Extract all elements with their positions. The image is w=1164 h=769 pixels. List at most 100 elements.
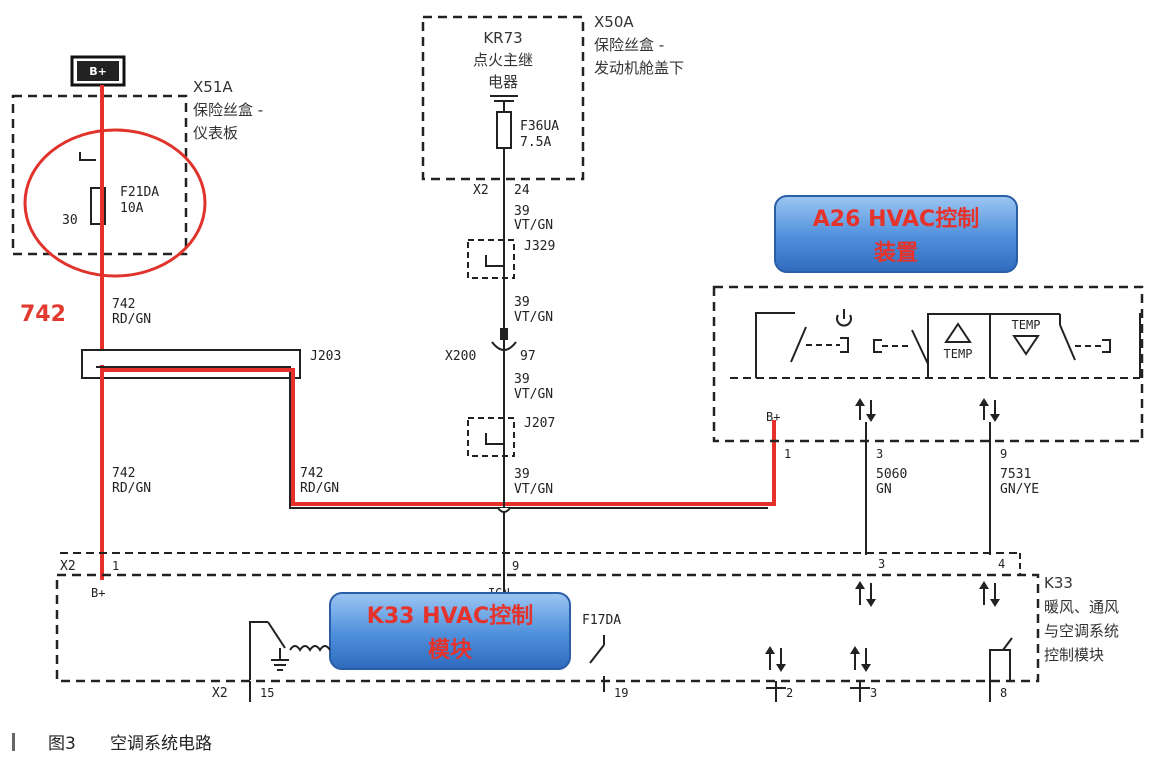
k33-pin4: 4 (998, 557, 1005, 571)
bplus-label: B+ (89, 65, 107, 78)
a26-badge-line2: 装置 (874, 241, 918, 266)
k33-pin15-switch (249, 621, 331, 680)
w5060-color: GN (876, 482, 892, 497)
f17da-label: F17DA (582, 613, 621, 628)
temp-down-triangle-icon (1012, 335, 1040, 356)
kr73-desc-line2: 电器 (488, 73, 518, 91)
f36ua-label: F36UA (520, 119, 559, 134)
k33-pin1: 1 (112, 559, 119, 573)
caption-figure: 图3 (48, 734, 76, 754)
k33-pin8-switch (989, 637, 1013, 681)
f21da-label: F21DA (120, 185, 159, 200)
power-icon (836, 309, 852, 327)
x200-label: X200 (445, 349, 476, 364)
k33-desc-line1: 暖风、通风 (1044, 598, 1119, 616)
k33-x2-top: X2 (60, 559, 76, 574)
k33-pin3b-bidirectional-arrow-icon (850, 646, 871, 672)
a26-switch-temp-down (990, 313, 1141, 378)
caption-title: 空调系统电路 (110, 734, 212, 754)
highlight-742: 742 (20, 302, 66, 327)
f21da-pin: 30 (62, 213, 78, 228)
center-x2: X2 (473, 183, 489, 198)
a26-badge: A26 HVAC控制 装置 (774, 195, 1018, 273)
temp-up-label: TEMP (944, 347, 973, 361)
w5060-number: 5060 (876, 467, 907, 482)
wire2-number: 742 (112, 466, 135, 481)
highlight-circle (23, 128, 207, 278)
k33-desc-line3: 控制模块 (1044, 646, 1104, 664)
k33-pin19: 19 (614, 686, 628, 700)
k33-pin8: 8 (1000, 686, 1007, 700)
j207-label: J207 (524, 416, 555, 431)
a26-pin9-bidirectional-arrow-icon (979, 398, 1000, 422)
k33-bplus: B+ (91, 586, 105, 600)
k33-pin3b: 3 (870, 686, 877, 700)
a26-switch-power (755, 312, 849, 378)
k33-pin9: 9 (512, 559, 519, 573)
k33-pin15: 15 (260, 686, 274, 700)
a26-switch-temp-up (873, 313, 991, 378)
a26-pin3: 3 (876, 447, 883, 461)
splice-j329 (467, 239, 515, 279)
caption-marker (12, 733, 15, 751)
center-w2-num: 39 (514, 295, 530, 310)
k33-pin3-bidirectional-arrow-icon (855, 581, 876, 607)
kr73-desc-line1: 点火主继 (473, 51, 533, 69)
a26-pin1: 1 (784, 447, 791, 461)
j329-label: J329 (524, 239, 555, 254)
center-w3-color: VT/GN (514, 387, 553, 402)
a26-pin9: 9 (1000, 447, 1007, 461)
wire3-color: RD/GN (300, 481, 339, 496)
k33-badge-line2: 模块 (428, 638, 473, 663)
a26-pin3-bidirectional-arrow-icon (855, 398, 876, 422)
wire3-number: 742 (300, 466, 323, 481)
k33-badge: K33 HVAC控制 模块 (329, 592, 571, 670)
kr73-label: KR73 (483, 29, 522, 47)
f36ua-amp: 7.5A (520, 135, 551, 150)
w7531-number: 7531 (1000, 467, 1031, 482)
a26-control-box (712, 285, 1144, 443)
x51a-desc-line1: 保险丝盒 - (193, 101, 263, 119)
k33-pin2-bidirectional-arrow-icon (765, 646, 786, 672)
fuse-f36ua (496, 111, 512, 149)
splice-j203 (81, 349, 301, 379)
x200-pin97: 97 (520, 349, 536, 364)
splice-j207 (467, 417, 515, 457)
x50a-label: X50A (594, 13, 634, 31)
center-pin24: 24 (514, 183, 530, 198)
k33-x2-bottom: X2 (212, 686, 228, 701)
x50a-desc-line1: 保险丝盒 - (594, 36, 664, 54)
k33-module-box (55, 573, 1040, 683)
center-w4-color: VT/GN (514, 482, 553, 497)
wire1-color: RD/GN (112, 312, 151, 327)
center-w1-color: VT/GN (514, 218, 553, 233)
a26-bplus: B+ (766, 410, 780, 424)
relay-contact-kr73 (490, 95, 518, 112)
k33-pin4-bidirectional-arrow-icon (979, 581, 1000, 607)
fuse-f17da-switch (589, 635, 605, 692)
temp-up-triangle-icon (944, 322, 972, 343)
wire2-color: RD/GN (112, 481, 151, 496)
j203-label: J203 (310, 349, 341, 364)
k33-desc-line2: 与空调系统 (1044, 622, 1119, 640)
bplus-source: B+ (70, 55, 126, 87)
x50a-desc-line2: 发动机舱盖下 (594, 59, 684, 77)
f21da-amp: 10A (120, 201, 144, 216)
a26-badge-line1: A26 HVAC控制 (813, 206, 979, 232)
x51a-desc-line2: 仪表板 (193, 124, 238, 142)
k33-name: K33 (1044, 574, 1073, 592)
x51a-label: X51A (193, 78, 233, 96)
k33-pin2: 2 (786, 686, 793, 700)
k33-bottom-pin-stubs (249, 681, 991, 702)
x51a-fuse-box (11, 94, 188, 256)
w7531-color: GN/YE (1000, 482, 1039, 497)
k33-pin3: 3 (878, 557, 885, 571)
x50a-fuse-box (421, 15, 585, 181)
center-w4-num: 39 (514, 467, 530, 482)
connector-x200 (491, 341, 517, 351)
k33-badge-line1: K33 HVAC控制 (367, 603, 533, 629)
temp-down-label: TEMP (1012, 318, 1041, 332)
center-w3-num: 39 (514, 372, 530, 387)
center-w2-color: VT/GN (514, 310, 553, 325)
